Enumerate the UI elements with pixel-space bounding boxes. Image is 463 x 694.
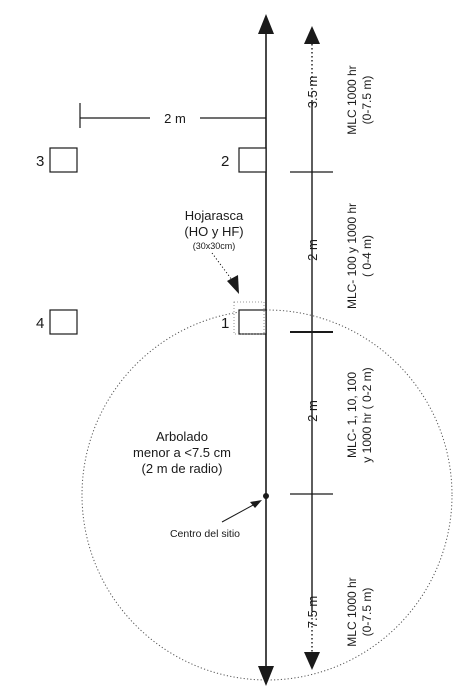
seg4-label-a: MLC 1000 hr [345,577,359,646]
plot-square-1 [238,309,267,335]
seg2-distance: 2 m [305,239,320,261]
seg1-label-b: (0-7.5 m) [360,76,374,125]
main-arrow-up-icon [258,14,274,34]
litter-subtitle: (HO y HF) [184,224,243,239]
right-arrow-up-icon [304,26,320,44]
seg2-label-b: ( 0-4 m) [360,235,374,277]
seg3-label-b: y 1000 hr ( 0-2 m) [360,367,374,462]
plot-label-1: 1 [221,315,229,332]
tree-plot-circle [81,309,453,681]
seg4-distance: 7.5 m [305,596,320,629]
plot-label-4: 4 [36,315,44,332]
center-pointer-arrow-icon [250,500,262,508]
plot-square-2 [238,147,267,173]
top-measure-label: 2 m [164,111,186,126]
seg3-distance: 2 m [305,400,320,422]
litter-title: Hojarasca [185,208,244,223]
seg1-label-a: MLC 1000 hr [345,65,359,134]
trees-title: Arbolado [156,429,208,444]
plot-label-2: 2 [221,153,229,170]
plot-square-4 [49,309,78,335]
trees-radius: (2 m de radio) [142,461,223,476]
plot-label-3: 3 [36,153,44,170]
seg3-label-a: MLC- 1, 10, 100 [345,372,359,458]
plot-square-3 [49,147,78,173]
center-label: Centro del sitio [170,528,240,540]
seg4-label-b: (0-7.5 m) [360,588,374,637]
right-arrow-down-icon [304,652,320,670]
litter-size: (30x30cm) [193,241,236,251]
trees-subtitle: menor a <7.5 cm [133,445,231,460]
main-arrow-down-icon [258,666,274,686]
seg2-label-a: MLC- 100 y 1000 hr [345,203,359,309]
litter-pointer-line [211,252,233,281]
site-center-point [263,493,269,499]
litter-frame-dotted [233,301,265,335]
seg1-distance: 3.5 m [305,76,320,109]
litter-pointer-arrow-icon [227,275,239,294]
center-pointer-line [221,503,256,523]
